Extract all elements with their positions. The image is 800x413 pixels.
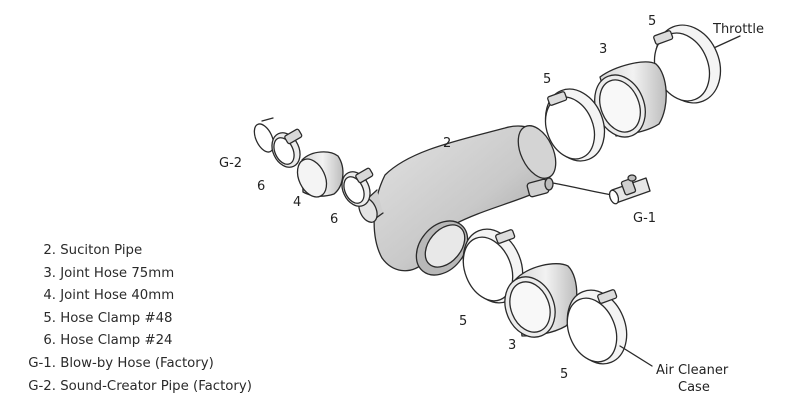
callout-6-right: 6 <box>330 212 338 227</box>
hose-clamp-48-top-right <box>653 24 722 104</box>
joint-hose-40mm <box>296 151 344 198</box>
legend-text: Sound-Creator Pipe (Factory) <box>60 378 252 394</box>
callout-3-top: 3 <box>599 42 607 57</box>
callout-throttle: Throttle <box>712 22 764 37</box>
legend-code: 2. <box>43 243 56 258</box>
hose-clamp-48-mid <box>462 228 524 304</box>
callout-5-mid: 5 <box>459 314 467 329</box>
callout-3-bottom: 3 <box>508 338 516 353</box>
legend-text: Suciton Pipe <box>60 243 143 258</box>
legend-text: Hose Clamp #48 <box>60 310 173 326</box>
legend-code: 4. <box>43 288 56 304</box>
callout-5-top-right: 5 <box>648 14 656 29</box>
blowby-hose-g1 <box>608 174 651 205</box>
legend-item-g1: G-1. Blow-by Hose (Factory) <box>0 353 300 376</box>
legend-text: Hose Clamp #24 <box>60 333 173 349</box>
legend-item-6: 6. Hose Clamp #24 <box>0 330 300 353</box>
legend-item-4: 4. Joint Hose 40mm <box>0 285 300 308</box>
legend-code: G-2. <box>28 378 56 394</box>
legend-text: Joint Hose 40mm <box>60 288 175 304</box>
blowby-connector-line <box>552 182 619 197</box>
legend-code: G-1. <box>28 355 56 371</box>
hose-clamp-24-right <box>341 167 374 207</box>
legend-code: 6. <box>43 333 56 349</box>
joint-hose-75mm-bottom <box>504 263 578 338</box>
callout-g2: G-2 <box>219 156 242 171</box>
callout-6-left: 6 <box>257 179 265 194</box>
legend-code: 5. <box>43 310 56 326</box>
hose-clamp-24-left <box>271 128 303 168</box>
legend-item-2: 2. Suciton Pipe <box>0 240 300 263</box>
legend-item-3: 3. Joint Hose 75mm <box>0 263 300 286</box>
callout-5-top-left: 5 <box>543 72 551 87</box>
legend-text: Blow-by Hose (Factory) <box>60 355 214 371</box>
callout-g1: G-1 <box>633 211 656 226</box>
legend-text: Joint Hose 75mm <box>60 265 175 281</box>
sound-creator-pipe-g2 <box>253 117 275 153</box>
callout-5-bottom: 5 <box>560 367 568 382</box>
legend-code: 3. <box>43 265 56 281</box>
parts-legend: 2. Suciton Pipe 3. Joint Hose 75mm 4. Jo… <box>0 240 300 398</box>
callout-2: 2 <box>443 136 451 151</box>
callout-air-cleaner-line2: Case <box>678 380 710 395</box>
hose-clamp-48-top-left <box>544 88 606 162</box>
legend-item-5: 5. Hose Clamp #48 <box>0 308 300 331</box>
suction-pipe <box>358 125 557 276</box>
hose-clamp-48-bottom <box>566 289 628 365</box>
air-cleaner-leader-line <box>619 345 653 367</box>
callout-4: 4 <box>293 195 301 210</box>
legend-item-g2: G-2. Sound-Creator Pipe (Factory) <box>0 376 300 399</box>
callout-air-cleaner-line1: Air Cleaner <box>656 363 729 378</box>
